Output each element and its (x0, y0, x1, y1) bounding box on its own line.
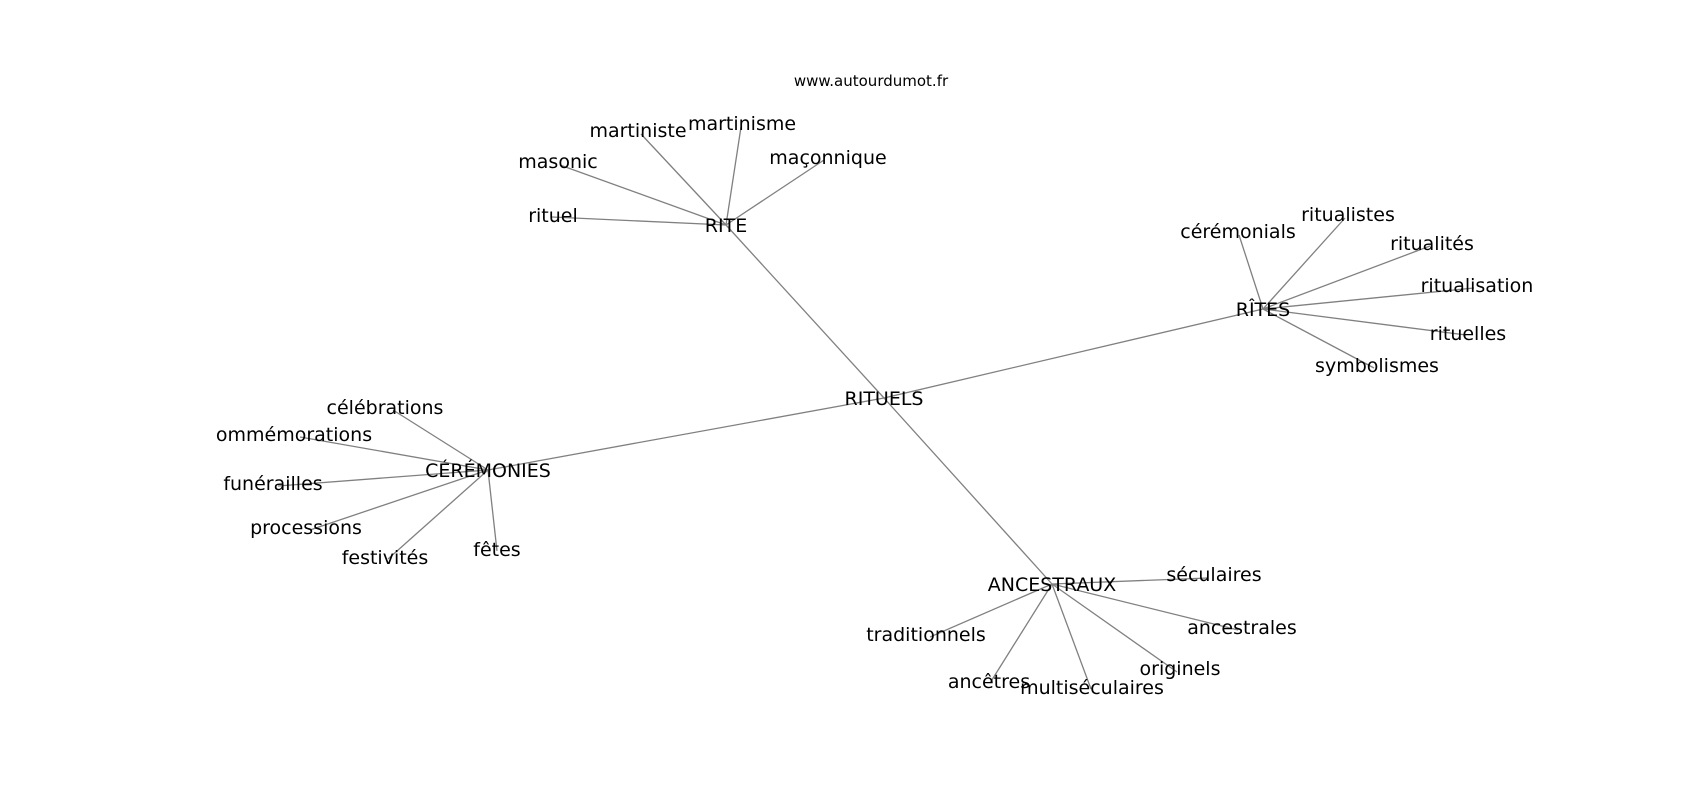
leaf-node-rite-3[interactable]: maçonnique (769, 147, 886, 169)
edge-rites-leaf-3 (1262, 287, 1475, 310)
center-node-label[interactable]: RITUELS (845, 388, 924, 410)
edge-ceremonies-leaf-2 (277, 469, 489, 487)
hub-node-rite[interactable]: RITE (705, 215, 747, 237)
edge-ceremonies-leaf-3 (309, 469, 489, 531)
edge-rite-leaf-4 (551, 216, 727, 226)
leaf-node-ancestraux-4[interactable]: multiséculaires (1020, 677, 1164, 699)
watermark: www.autourdumot.fr (793, 72, 949, 90)
leaf-node-rites-2[interactable]: ritualités (1390, 233, 1474, 255)
leaf-node-ancestraux-5[interactable]: originels (1140, 658, 1221, 680)
edge-ceremonies-leaf-0 (392, 409, 489, 471)
edges (277, 126, 1475, 690)
leaf-node-ceremonies-0[interactable]: célébrations (327, 397, 444, 419)
edge-rites-leaf-1 (1262, 217, 1346, 310)
edge-ancestraux-leaf-1 (1051, 583, 1239, 631)
leaf-node-ceremonies-2[interactable]: funérailles (223, 473, 322, 495)
leaf-node-rites-3[interactable]: ritualisation (1421, 275, 1534, 297)
edge-ancestraux-leaf-4 (1051, 583, 1092, 690)
leaf-node-rites-5[interactable]: symbolismes (1315, 355, 1439, 377)
edge-rite-leaf-2 (559, 164, 727, 226)
edge-center-rites (883, 308, 1264, 399)
edge-ceremonies-leaf-1 (299, 436, 489, 471)
hub-node-ceremonies[interactable]: CÉRÉMONIES (425, 459, 551, 482)
leaf-node-ancestraux-1[interactable]: ancestrales (1187, 617, 1297, 639)
leaf-node-rites-1[interactable]: ritualistes (1301, 204, 1395, 226)
leaf-node-rite-0[interactable]: martiniste (589, 120, 686, 142)
leaf-node-ceremonies-4[interactable]: festivités (342, 547, 429, 569)
edge-center-ceremonies (487, 397, 885, 471)
leaf-node-ancestraux-2[interactable]: traditionnels (866, 624, 986, 646)
edge-rite-leaf-0 (640, 133, 727, 226)
edge-ancestraux-leaf-3 (989, 583, 1053, 684)
leaf-node-rite-4[interactable]: rituel (528, 205, 578, 227)
edge-ceremonies-leaf-5 (487, 469, 498, 552)
hub-node-rites[interactable]: RÎTES (1236, 298, 1290, 321)
edge-rites-leaf-5 (1262, 308, 1375, 369)
edge-center-ancestraux (883, 397, 1053, 585)
hub-node-ancestraux[interactable]: ANCESTRAUX (988, 574, 1117, 596)
edge-ceremonies-leaf-4 (387, 469, 489, 560)
leaf-node-ceremonies-3[interactable]: processions (250, 517, 362, 539)
edge-ancestraux-leaf-2 (929, 583, 1053, 638)
leaf-node-ancestraux-3[interactable]: ancêtres (948, 671, 1030, 693)
leaf-node-ceremonies-5[interactable]: fêtes (473, 539, 520, 561)
leaf-node-rites-0[interactable]: cérémonials (1180, 221, 1296, 243)
leaf-node-ancestraux-0[interactable]: séculaires (1166, 564, 1261, 586)
leaf-node-ceremonies-1[interactable]: ommémorations (216, 424, 372, 446)
edge-rite-leaf-3 (725, 159, 825, 226)
edge-rites-leaf-0 (1238, 234, 1264, 310)
edge-ancestraux-leaf-0 (1051, 577, 1209, 585)
leaf-node-rite-2[interactable]: masonic (518, 151, 597, 173)
edge-rites-leaf-4 (1262, 308, 1467, 336)
leaf-node-rite-1[interactable]: martinisme (688, 113, 796, 135)
edge-rite-leaf-1 (725, 126, 742, 226)
edge-center-rite (725, 224, 885, 399)
leaf-node-rites-4[interactable]: rituelles (1430, 323, 1506, 345)
edge-rites-leaf-2 (1262, 245, 1431, 310)
edge-ancestraux-leaf-5 (1051, 583, 1178, 673)
